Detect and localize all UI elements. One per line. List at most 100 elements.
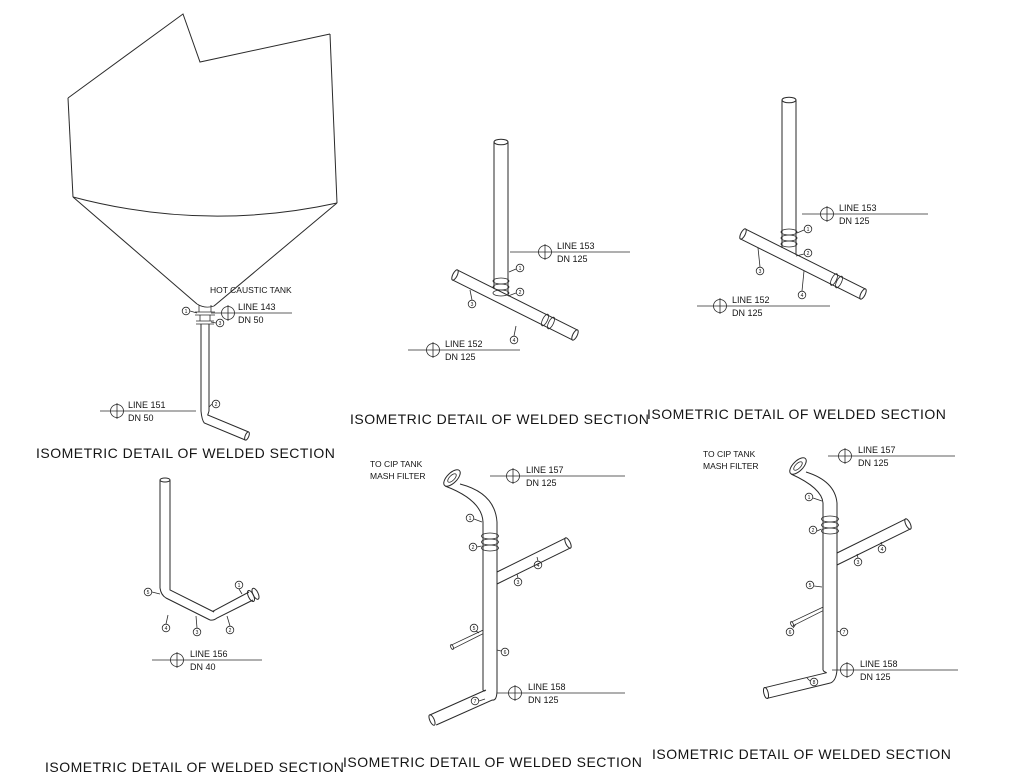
- small-bore-stub: [450, 629, 484, 650]
- weld-bubble: 2: [468, 542, 482, 552]
- weld-bubble: 3: [192, 615, 202, 637]
- bottom-elbow-run: [762, 669, 838, 700]
- weld-bubble: 8: [806, 677, 819, 687]
- panel-tee-detail-2: 1 2 3 4 LINE 153 DN 125: [645, 85, 980, 425]
- weld-bubble: 2: [507, 287, 525, 297]
- branch-pipe-run: [451, 269, 579, 341]
- vertical-pipe-run: [780, 96, 798, 255]
- weld-number: 3: [759, 269, 762, 275]
- weld-number: 4: [801, 293, 804, 299]
- weld-bubble: 6: [496, 647, 510, 657]
- weld-number: 7: [843, 630, 846, 636]
- line-size: DN 125: [528, 695, 559, 705]
- line-number: LINE 157: [858, 445, 896, 455]
- pipe-label-line-157: LINE 157 DN 125: [828, 445, 955, 468]
- weld-bubble: 2: [808, 525, 822, 535]
- weld-bubble: 5: [469, 623, 480, 634]
- weld-bubble: 3: [210, 318, 225, 328]
- elbow-isometric-drawing: 5 4 3 2 1: [45, 477, 344, 775]
- weld-bubble: 2: [208, 399, 221, 409]
- weld-bubble: 3: [755, 247, 765, 276]
- weld-number: 2: [812, 528, 815, 534]
- panel-caption: ISOMETRIC DETAIL OF WELDED SECTION: [36, 445, 335, 461]
- weld-number: 6: [504, 650, 507, 656]
- weld-number: 5: [809, 583, 812, 589]
- top-flange: [789, 457, 807, 475]
- weld-number: 3: [196, 630, 199, 636]
- pipe-label-line-151: LINE 151 DN 50: [100, 400, 196, 423]
- vertical-pipe-run: [492, 138, 510, 297]
- cip-isometric-drawing: 1 2 3 4 5: [343, 459, 642, 770]
- tee-isometric-drawing: 1 2 3 4 LINE 153 DN 125: [350, 138, 649, 427]
- weld-number: 1: [238, 583, 241, 589]
- line-size: DN 125: [526, 478, 557, 488]
- tee-isometric-drawing: 1 2 3 4 LINE 153 DN 125: [647, 96, 946, 422]
- weld-bubble: 4: [797, 270, 807, 300]
- panel-elbow-detail: 5 4 3 2 1: [40, 470, 344, 784]
- line-number: LINE 156: [190, 649, 228, 659]
- line-number: LINE 143: [238, 302, 276, 312]
- panel-caption: ISOMETRIC DETAIL OF WELDED SECTION: [652, 746, 951, 762]
- weld-bubble: 4: [161, 614, 171, 633]
- tank-outlet-nozzle: [195, 305, 215, 325]
- panel-cip-riser-2: 1 2 3 4 5: [650, 435, 1018, 784]
- panel-caption: ISOMETRIC DETAIL OF WELDED SECTION: [647, 406, 946, 422]
- destination-note-line1: TO CIP TANK: [370, 459, 423, 469]
- pipe-label-line-158: LINE 158 DN 125: [497, 682, 625, 705]
- line-size: DN 125: [445, 352, 476, 362]
- weld-number: 2: [215, 402, 218, 408]
- weld-bubble: 5: [805, 580, 823, 590]
- pipe-label-line-156: LINE 156 DN 40: [152, 649, 262, 672]
- weld-number: 5: [147, 590, 150, 596]
- line-size: DN 50: [128, 413, 154, 423]
- elbow-pipe-run: [159, 587, 260, 621]
- destination-note-line2: MASH FILTER: [370, 471, 426, 481]
- weld-bubble: 4: [533, 556, 543, 570]
- weld-bubble: 4: [509, 325, 519, 345]
- line-size: DN 125: [732, 308, 763, 318]
- weld-bubble: 1: [465, 513, 483, 523]
- weld-number: 1: [519, 266, 522, 272]
- weld-bubble: 1: [796, 224, 813, 234]
- pipe-label-line-158: LINE 158 DN 125: [832, 659, 958, 682]
- small-bore-stub: [790, 606, 824, 627]
- vertical-pipe-run: [481, 522, 499, 690]
- weld-number: 8: [813, 680, 816, 686]
- top-elbow: [790, 471, 838, 504]
- line-size: DN 125: [839, 216, 870, 226]
- weld-number: 1: [185, 309, 188, 315]
- line-size: DN 50: [238, 315, 264, 325]
- weld-bubble: 7: [470, 696, 486, 706]
- panel-caption: ISOMETRIC DETAIL OF WELDED SECTION: [350, 411, 649, 427]
- weld-bubble: 1: [804, 492, 823, 502]
- line-number: LINE 158: [528, 682, 566, 692]
- pipe-label-line-157: LINE 157 DN 125: [490, 465, 625, 488]
- weld-bubble: 2: [225, 615, 235, 635]
- weld-number: 2: [807, 251, 810, 257]
- line-number: LINE 153: [557, 241, 595, 251]
- weld-number: 2: [519, 290, 522, 296]
- weld-bubble: 4: [877, 541, 887, 554]
- panel-caption: ISOMETRIC DETAIL OF WELDED SECTION: [45, 759, 344, 775]
- branch-pipe-run: [836, 518, 912, 566]
- weld-number: 5: [473, 626, 476, 632]
- weld-number: 7: [474, 699, 477, 705]
- tank-isometric-drawing: 1 3 2 HOT CAUSTIC TANK LINE 143 DN 50: [36, 13, 338, 461]
- top-elbow: [444, 483, 498, 523]
- destination-note-line2: MASH FILTER: [703, 461, 759, 471]
- panel-cip-riser-1: 1 2 3 4 5: [340, 440, 645, 784]
- weld-number: 4: [881, 547, 884, 553]
- line-size: DN 40: [190, 662, 216, 672]
- weld-number: 6: [789, 630, 792, 636]
- weld-bubble: 5: [143, 587, 161, 597]
- tank-outline: [67, 13, 338, 308]
- weld-number: 4: [513, 338, 516, 344]
- weld-bubble: 6: [785, 623, 797, 637]
- bottom-elbow-run: [428, 689, 498, 726]
- top-flange: [443, 469, 461, 487]
- weld-bubble: 3: [853, 553, 863, 567]
- cip-isometric-drawing: 1 2 3 4 5: [652, 445, 958, 762]
- weld-number: 4: [537, 563, 540, 569]
- weld-number: 1: [808, 495, 811, 501]
- weld-number: 2: [229, 628, 232, 634]
